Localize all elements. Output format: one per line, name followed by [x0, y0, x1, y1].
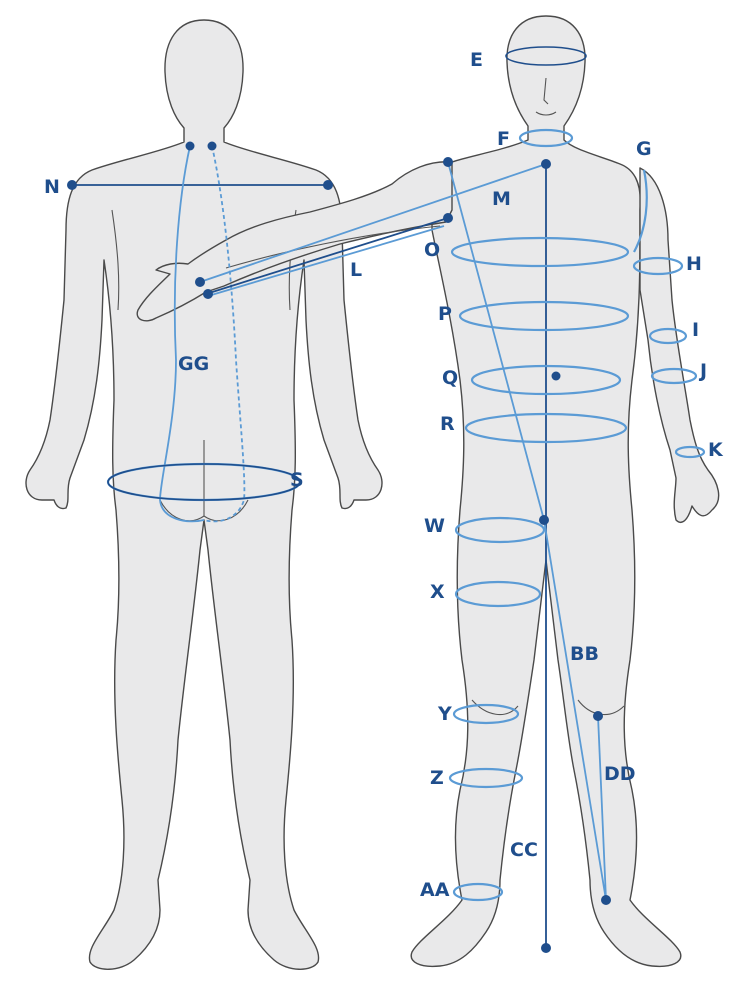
label-bb: BB [570, 643, 599, 665]
l-start-dot [443, 213, 453, 223]
arm-measurements [195, 163, 547, 299]
front-figure [410, 15, 720, 968]
back-figure [25, 19, 383, 970]
extended-arm [136, 161, 453, 322]
label-m: M [492, 188, 511, 210]
ring-q [470, 364, 622, 396]
ring-i [648, 327, 688, 345]
label-s: S [290, 469, 304, 491]
label-i: I [692, 319, 699, 341]
label-n: N [44, 176, 60, 198]
label-x: X [430, 581, 445, 603]
ring-e [505, 46, 587, 66]
label-j: J [698, 360, 707, 382]
ring-r [464, 412, 628, 444]
back-measurements [67, 141, 333, 523]
ring-z [448, 767, 524, 789]
ring-j [650, 367, 698, 385]
arm-line-l [205, 217, 449, 295]
ring-h [632, 256, 684, 276]
label-q: Q [442, 367, 458, 389]
ring-x [454, 580, 542, 608]
label-gg: GG [178, 353, 209, 375]
label-h: H [686, 253, 702, 275]
ring-k [674, 445, 706, 459]
label-r: R [440, 413, 455, 435]
gg-start-dot [185, 141, 195, 151]
crotch-dot [539, 515, 549, 525]
navel-dot [551, 371, 561, 381]
l-end-dot [203, 289, 213, 299]
ring-aa [452, 882, 504, 902]
shoulder-left-dot [67, 180, 77, 190]
label-cc: CC [510, 839, 538, 861]
sleeve-line-m [199, 163, 547, 283]
ring-p [458, 300, 630, 332]
cc-top-dot [541, 159, 551, 169]
gg-end-dot [207, 141, 217, 151]
label-y: Y [437, 703, 452, 725]
knee-dot [593, 711, 603, 721]
ring-f [518, 128, 574, 148]
label-l: L [350, 259, 362, 281]
label-o: O [424, 239, 440, 261]
shoulder-front-dot [443, 157, 453, 167]
front-measurements [443, 46, 706, 953]
ring-o [450, 236, 630, 268]
label-p: P [438, 303, 452, 325]
shoulder-right-dot [323, 180, 333, 190]
label-z: Z [430, 767, 444, 789]
label-g: G [636, 138, 652, 160]
gg-line-solid [159, 145, 205, 523]
label-w: W [424, 515, 445, 537]
label-dd: DD [604, 763, 636, 785]
diagonal-bb [447, 161, 545, 521]
cc-bottom-dot [541, 943, 551, 953]
m-end-dot [195, 277, 205, 287]
label-k: K [708, 439, 724, 461]
line-dd [597, 715, 607, 901]
label-e: E [470, 49, 483, 71]
ring-w [454, 516, 546, 544]
gg-line-dashed [203, 145, 246, 523]
labels: E F G M N O H L P I GG J Q R K S W X BB … [44, 49, 724, 901]
ankle-dot [601, 895, 611, 905]
ring-g [633, 169, 648, 253]
label-aa: AA [420, 879, 450, 901]
ring-y [452, 703, 520, 725]
label-f: F [497, 128, 510, 150]
